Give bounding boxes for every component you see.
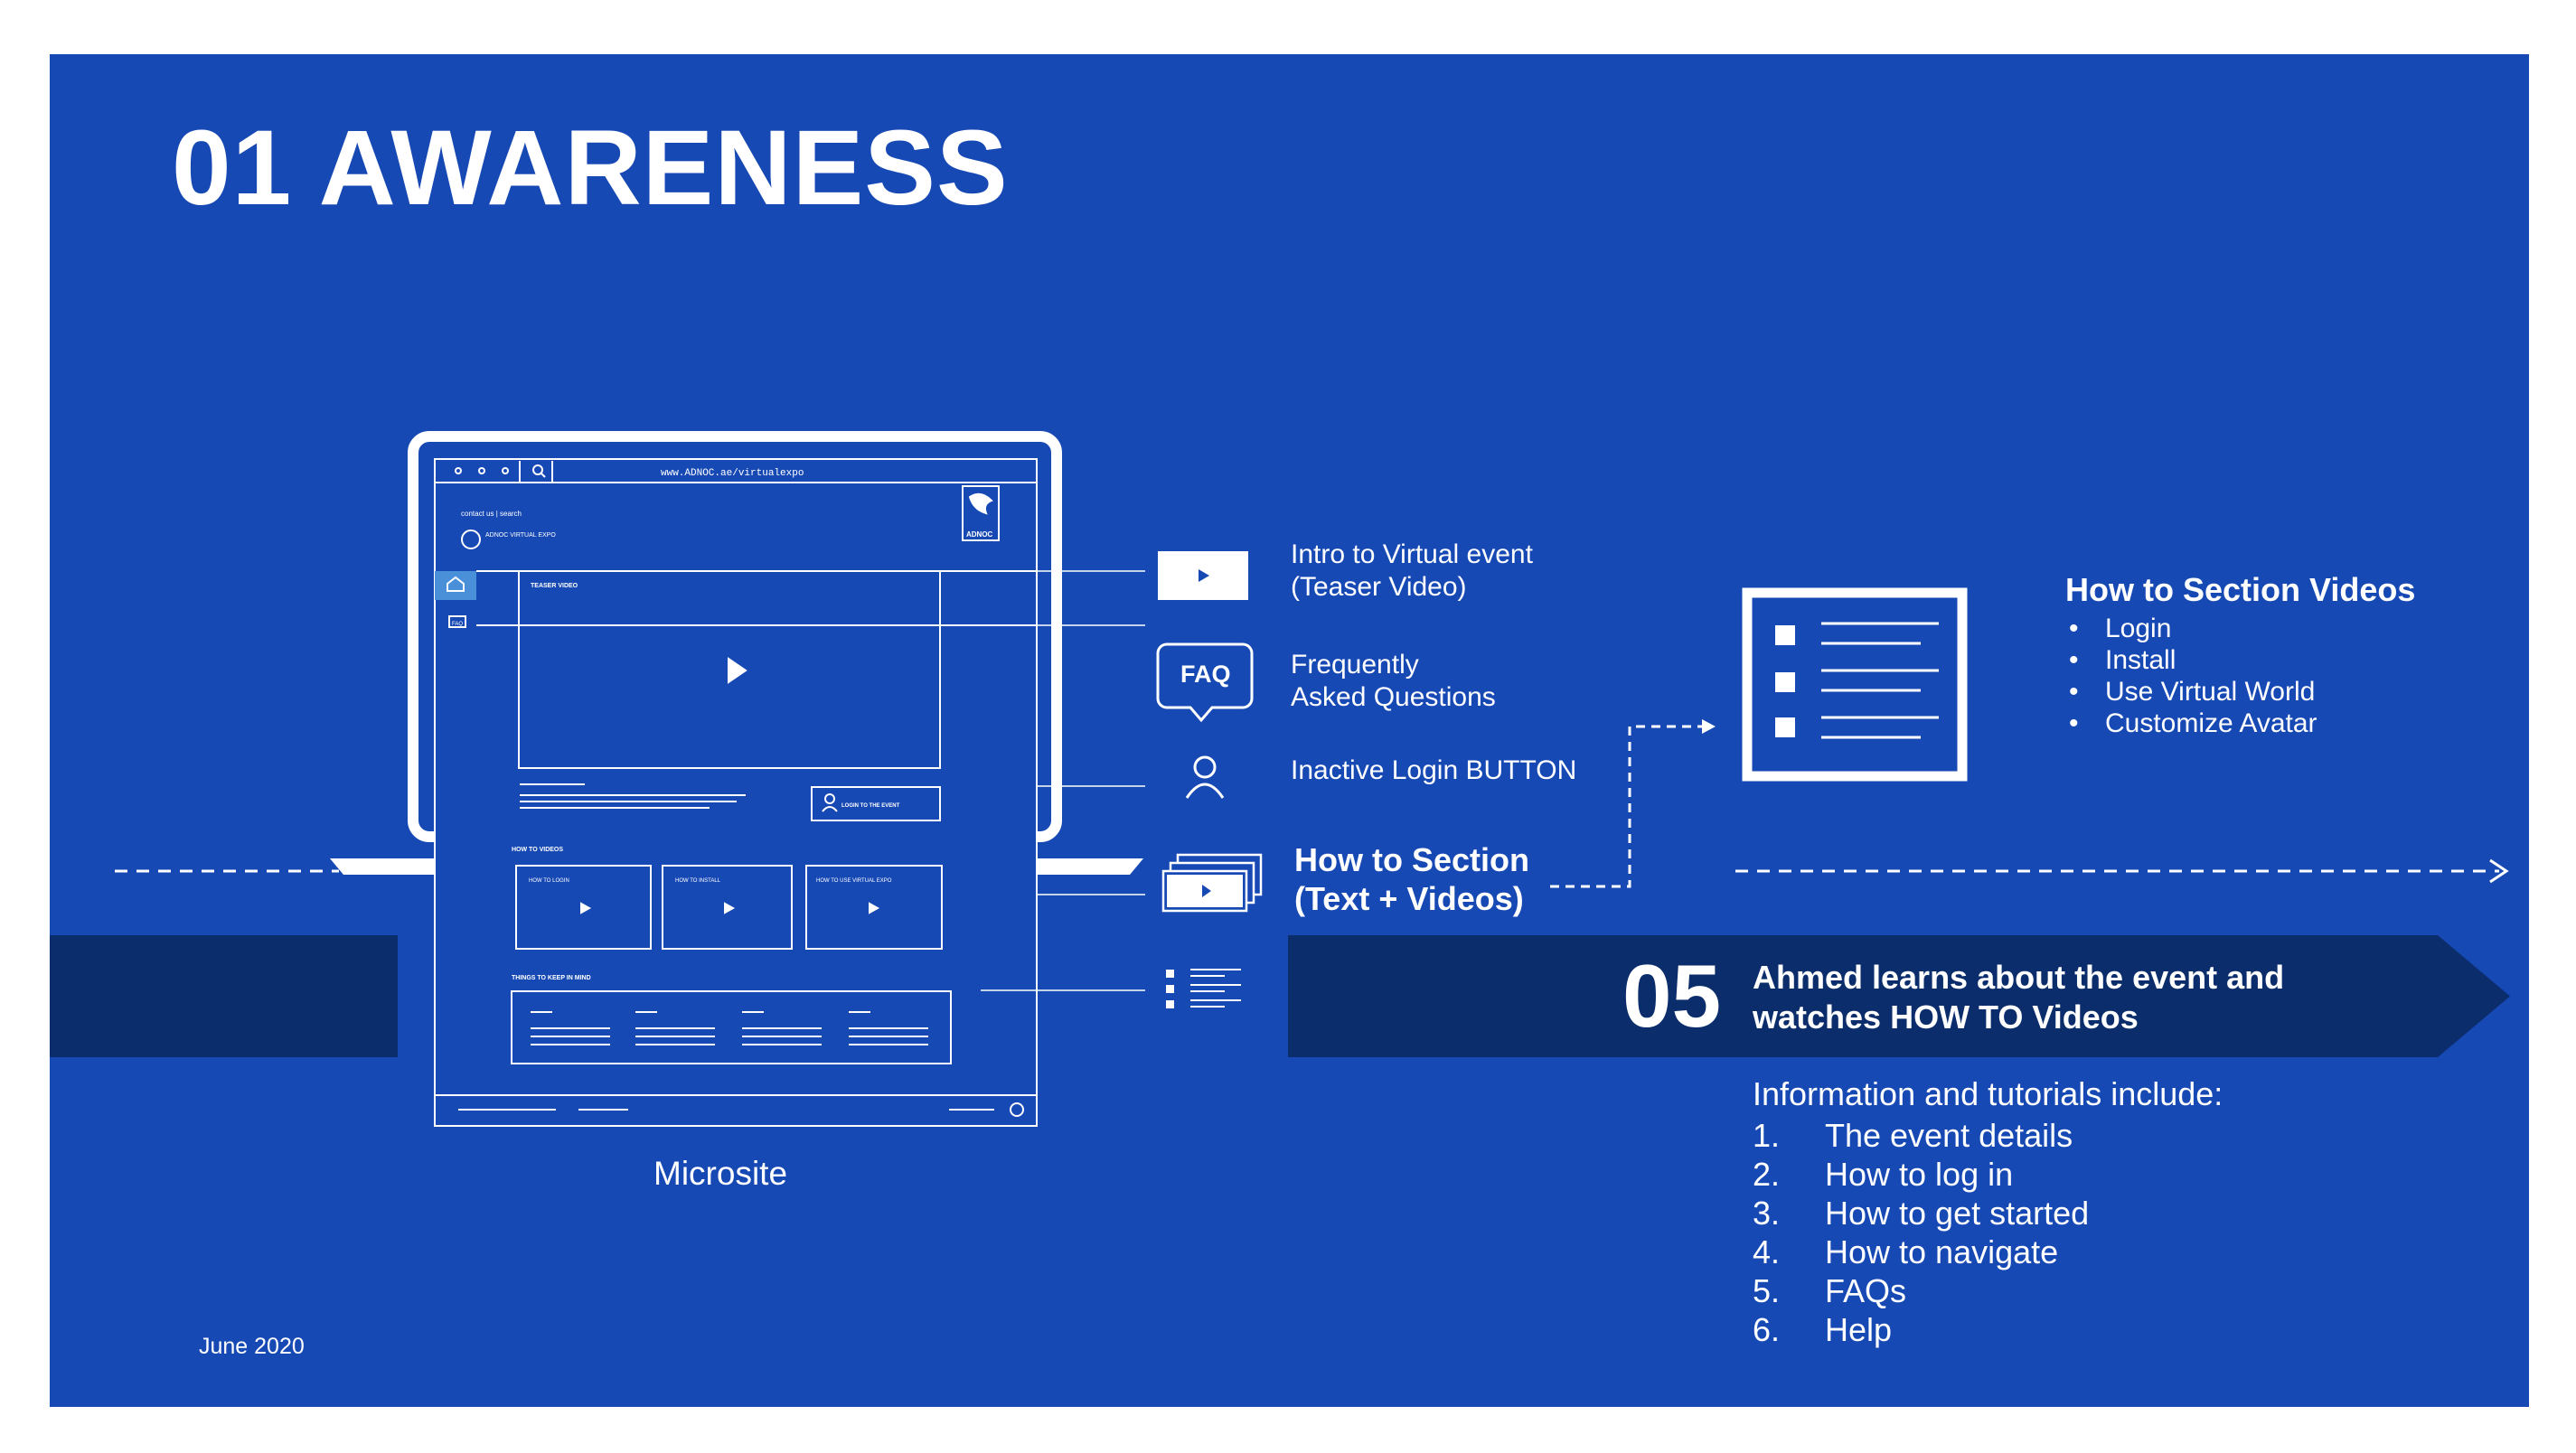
login-user-icon	[822, 806, 838, 812]
list-item: 5.FAQs	[1753, 1272, 1907, 1309]
list-item: 1.The event details	[1753, 1117, 2073, 1154]
keep-in-mind-lines	[531, 1011, 928, 1045]
microsite-label: Microsite	[653, 1155, 788, 1192]
teaser-video-label: TEASER VIDEO	[531, 583, 578, 589]
howto-videos-list: Login Install Use Virtual World Customiz…	[2069, 613, 2317, 739]
list-item: Install	[2069, 644, 2317, 676]
card-play-icon	[580, 902, 592, 914]
keep-in-mind-box	[511, 990, 952, 1064]
feature-faq-label: Frequently Asked Questions	[1291, 650, 1496, 712]
video-card-frame	[515, 865, 652, 950]
list-icon	[1166, 969, 1241, 1008]
date-label: June 2020	[199, 1334, 305, 1359]
brand-text: ADNOC VIRTUAL EXPO	[485, 532, 556, 539]
journey-band-step	[1288, 935, 2510, 1057]
card-play-icon	[724, 902, 736, 914]
feature-intro-label: Intro to Virtual event (Teaser Video)	[1291, 539, 1533, 602]
video-card-title: HOW TO USE VIRTUAL EXPO	[816, 878, 892, 884]
list-item: 6.Help	[1753, 1311, 1893, 1348]
feature-howto-label: How to Section (Text + Videos)	[1294, 841, 1529, 917]
howto-videos-title: How to Section Videos	[2065, 571, 2416, 608]
sidebar-home-tab	[435, 571, 476, 600]
journey-band-left	[50, 935, 398, 1057]
user-icon	[1185, 755, 1225, 799]
faq-bubble-icon	[1156, 642, 1254, 723]
video-card-frame	[805, 865, 943, 950]
adnoc-logo	[962, 485, 1000, 541]
wireframe-labels: www.ADNOC.ae/virtualexpo contact us | se…	[452, 468, 1231, 981]
video-card-frame	[662, 865, 793, 950]
home-icon	[447, 576, 465, 592]
feature-login-label: Inactive Login BUTTON	[1291, 755, 1577, 785]
howto-heading: HOW TO VIDEOS	[512, 847, 563, 853]
microsite-wireframe	[434, 458, 1038, 1127]
list-item: 4.How to navigate	[1753, 1233, 2059, 1270]
list-item: Login	[2069, 613, 2317, 644]
howto-connector	[1550, 725, 1702, 888]
login-user-icon	[824, 793, 835, 804]
topnav-text: contact us | search	[461, 510, 522, 518]
journey-arrow-head	[2489, 858, 2509, 884]
browser-dot	[478, 467, 485, 474]
diagram-canvas: www.ADNOC.ae/virtualexpo contact us | se…	[115, 431, 2509, 1127]
microsite-page	[434, 458, 1038, 1127]
info-list: 1.The event details 2.How to log in 3.Ho…	[1753, 1116, 2089, 1349]
list-item: Use Virtual World	[2069, 676, 2317, 708]
step-number: 05	[1622, 946, 1722, 1045]
teaser-play-icon	[728, 657, 747, 684]
faq-tab-icon	[448, 615, 466, 628]
login-button-frame	[811, 786, 941, 821]
connector-lines	[981, 570, 1145, 991]
faq-tab-text: FAQ	[452, 622, 463, 627]
step-description: Ahmed learns about the event and watches…	[1753, 959, 2285, 1036]
video-icon	[1158, 551, 1248, 600]
logo-text: ADNOC	[966, 530, 993, 539]
howto-screen-icon	[1742, 587, 1968, 782]
browser-dot	[502, 467, 509, 474]
browser-search-icon	[532, 464, 543, 475]
browser-url: www.ADNOC.ae/virtualexpo	[661, 468, 804, 479]
brand-circle-icon	[461, 530, 481, 549]
list-item: 3.How to get started	[1753, 1195, 2090, 1232]
slide-title: 01 AWARENESS	[172, 108, 1009, 228]
faq-icon-text: FAQ	[1180, 661, 1231, 688]
card-play-icon	[869, 902, 880, 914]
adnoc-logo-mark	[968, 492, 993, 515]
browser-dot	[455, 467, 462, 474]
slide: 01 AWARENESS	[50, 54, 2529, 1407]
footer-circle-icon	[1010, 1102, 1024, 1117]
video-card-title: HOW TO LOGIN	[529, 878, 569, 884]
laptop-camera	[731, 445, 738, 452]
stacked-videos-icon	[1161, 853, 1263, 913]
browser-search-icon	[541, 473, 546, 478]
list-item: 2.How to log in	[1753, 1156, 2014, 1193]
login-button-text: LOGIN TO THE EVENT	[841, 803, 900, 809]
list-item: Customize Avatar	[2069, 708, 2317, 739]
info-intro: Information and tutorials include:	[1753, 1075, 2223, 1112]
video-card-title: HOW TO INSTALL	[675, 878, 721, 884]
keep-in-mind-heading: THINGS TO KEEP IN MIND	[512, 975, 591, 981]
howto-connector-arrow	[1702, 719, 1716, 734]
